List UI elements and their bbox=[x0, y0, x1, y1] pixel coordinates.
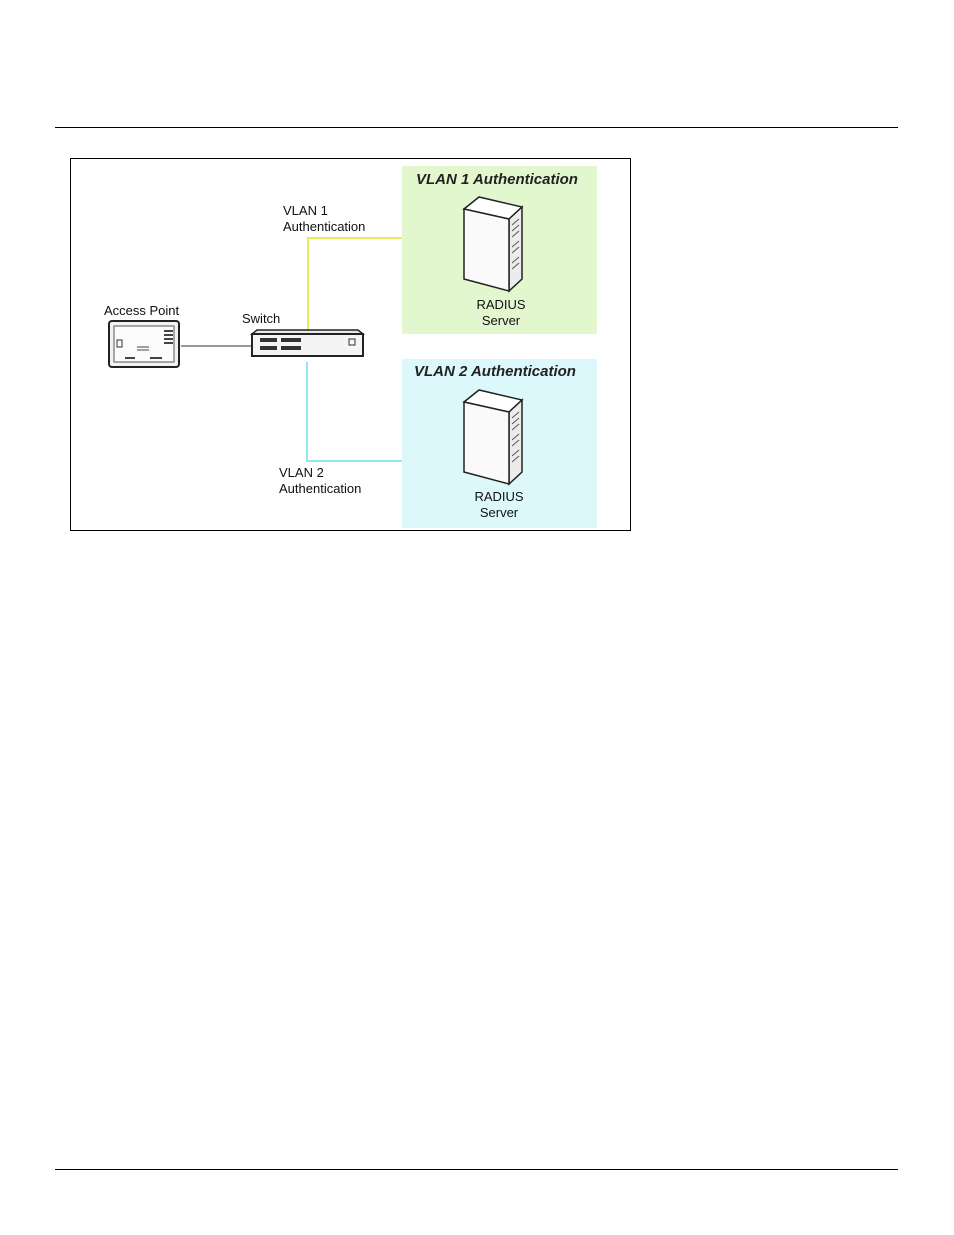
header-rule bbox=[55, 127, 898, 128]
radius-server-1-icon bbox=[464, 197, 522, 291]
vlan-authentication-diagram: VLAN 1 Authentication VLAN 2 Authenticat… bbox=[70, 158, 631, 531]
radius-server-2-icon bbox=[464, 390, 522, 484]
vlan1-link bbox=[308, 238, 402, 331]
access-point-icon bbox=[109, 321, 179, 367]
radius-server-2-label: RADIUS Server bbox=[464, 489, 534, 521]
switch-icon bbox=[252, 330, 363, 356]
vlan1-link-label: VLAN 1 Authentication bbox=[283, 203, 365, 235]
footer-rule bbox=[55, 1169, 898, 1170]
vlan2-zone-title: VLAN 2 Authentication bbox=[414, 363, 576, 380]
vlan1-zone-title: VLAN 1 Authentication bbox=[416, 171, 578, 188]
vlan2-link bbox=[307, 362, 402, 461]
access-point-label: Access Point bbox=[104, 303, 179, 319]
switch-label: Switch bbox=[242, 311, 280, 327]
radius-server-1-label: RADIUS Server bbox=[466, 297, 536, 329]
vlan2-link-label: VLAN 2 Authentication bbox=[279, 465, 361, 497]
